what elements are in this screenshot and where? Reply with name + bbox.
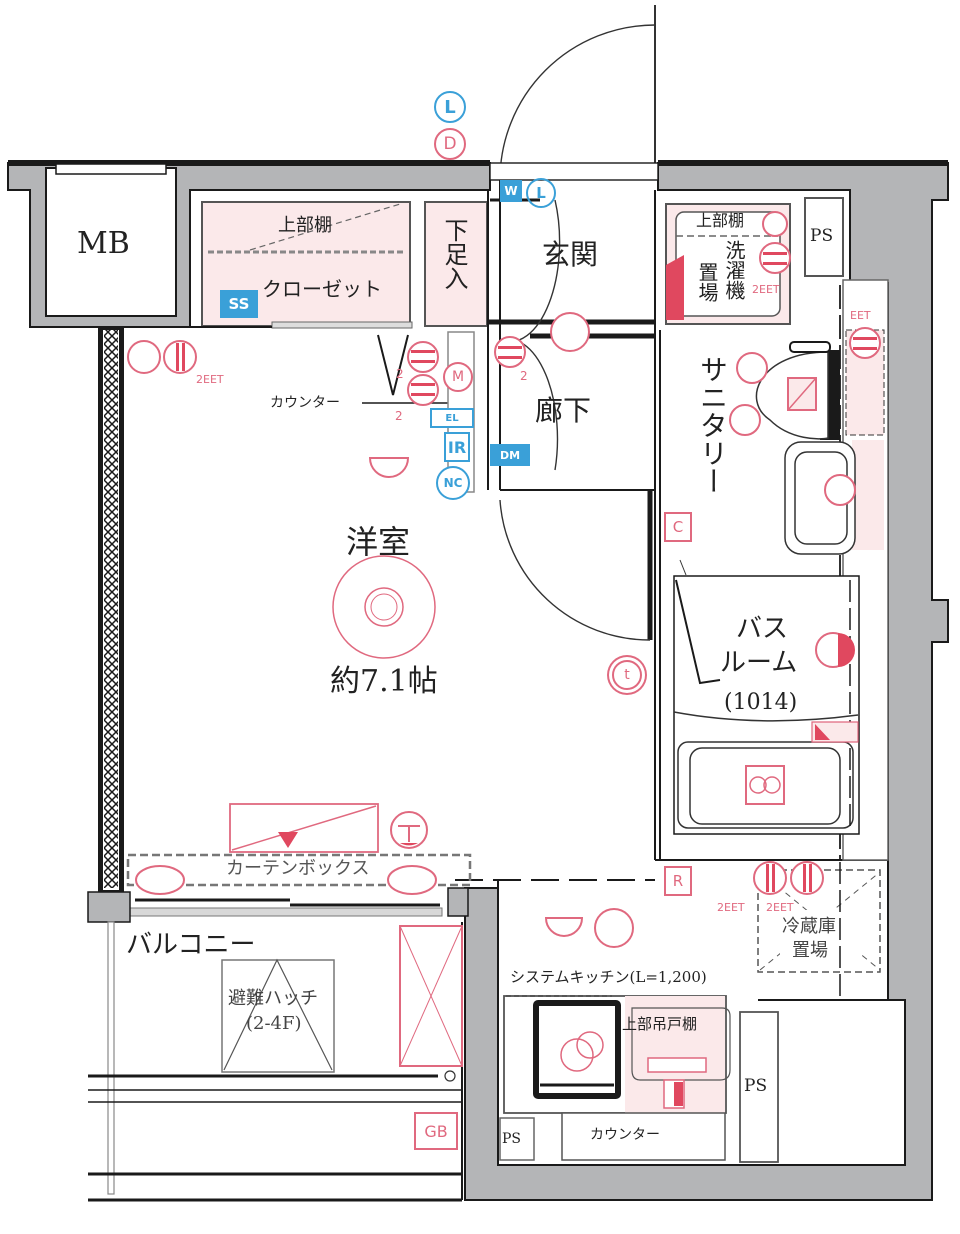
shoe-box-label: 下足入 xyxy=(440,218,468,290)
fridge-place-label-1: 冷蔵庫 xyxy=(782,916,836,937)
el-symbol: EL xyxy=(430,408,474,428)
ps-kitchen-left-label: PS xyxy=(502,1131,522,1147)
nc-symbol: NC xyxy=(436,466,470,500)
western-room-size: 約7.1帖 xyxy=(330,664,438,699)
evac-hatch-label: 避難ハッチ xyxy=(228,988,318,1009)
room-counter-label: カウンター xyxy=(270,395,340,411)
w-symbol: W xyxy=(500,180,522,202)
bathroom-size: (1014) xyxy=(724,690,798,715)
washer-upper-shelf-label: 上部棚 xyxy=(696,211,745,230)
kitchen-upper-cabinet-label: 上部吊戸棚 xyxy=(622,1015,698,1033)
outlet-count-b: 2 xyxy=(520,369,528,383)
outlet-2eet-room: 2EET xyxy=(196,373,224,386)
outlet-count-a: 2 xyxy=(395,409,403,423)
washer-place-label-1: 洗濯機 xyxy=(722,240,746,300)
t-symbol: t xyxy=(612,660,642,690)
kitchen-counter-label: カウンター xyxy=(590,1127,660,1143)
ps-kitchen-right-label: PS xyxy=(744,1076,768,1096)
outlet-2eet-kitchen-a: 2EET xyxy=(717,901,745,914)
d-symbol-top: D xyxy=(434,128,466,160)
washer-place-label-2: 置場 xyxy=(695,262,719,302)
entrance-label: 玄関 xyxy=(542,238,599,271)
l-symbol-entry: L xyxy=(526,178,556,208)
ss-symbol: SS xyxy=(220,290,258,318)
curtain-box-label: カーテンボックス xyxy=(226,858,370,879)
hallway-label: 廊下 xyxy=(535,394,592,427)
closet-upper-shelf-label: 上部棚 xyxy=(278,215,332,236)
dm-symbol: DM xyxy=(490,444,530,466)
outlet-2eet-kitchen-b: 2EET xyxy=(766,901,794,914)
gb-symbol: GB xyxy=(414,1112,458,1150)
western-room-label: 洋室 xyxy=(346,523,411,561)
outlet-eet-sanitary: EET xyxy=(850,309,871,322)
ir-symbol: IR xyxy=(444,432,470,462)
balcony-label: バルコニー xyxy=(126,930,256,960)
outlet-count-c: 2 xyxy=(396,367,404,381)
m-symbol: M xyxy=(443,362,473,392)
r-symbol: R xyxy=(664,866,692,896)
c-symbol: C xyxy=(664,512,692,542)
bathroom-name-line2: ルーム xyxy=(720,648,798,678)
fridge-place-label-2: 置場 xyxy=(792,940,828,961)
sanitary-label: サニタリー xyxy=(696,355,729,495)
outlet-2eet-washer: 2EET xyxy=(752,283,780,296)
bathroom-name-line1: バス xyxy=(736,614,789,644)
l-symbol-top: L xyxy=(434,91,466,123)
evac-hatch-floors: (2-4F) xyxy=(246,1013,302,1034)
system-kitchen-label: システムキッチン(L=1,200) xyxy=(510,968,707,986)
closet-label: クローゼット xyxy=(262,277,382,301)
ps-top-label: PS xyxy=(810,226,834,246)
meter-box-label: MB xyxy=(77,226,130,261)
